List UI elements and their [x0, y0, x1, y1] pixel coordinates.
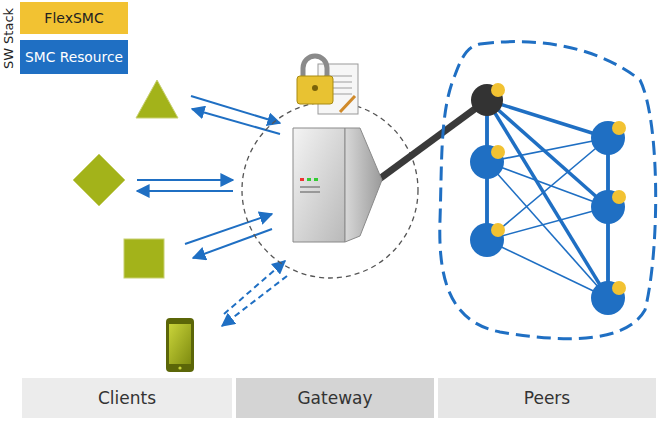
peer-node — [470, 223, 505, 257]
peer-link — [487, 162, 608, 207]
node-label: Gateway — [297, 388, 372, 408]
peer-link — [487, 100, 608, 298]
node-label: SMC Resource — [25, 49, 123, 65]
peer-link — [487, 138, 608, 240]
node-label: FlexSMC — [44, 10, 103, 26]
stack-title: SW Stack — [2, 7, 15, 68]
gateway-boundary — [242, 102, 418, 278]
gateway-link — [378, 100, 487, 180]
peer-link — [487, 240, 608, 298]
client-diamond — [73, 154, 125, 206]
section-band: Clients — [22, 378, 232, 418]
stack-layer-box: FlexSMC — [20, 2, 128, 34]
message-arrows — [137, 96, 287, 326]
peer-mesh — [470, 83, 626, 315]
client-triangle — [136, 80, 178, 118]
peer-node — [471, 83, 505, 116]
peer-node — [591, 281, 626, 315]
contract-lock-icon — [297, 56, 358, 114]
peer-link — [487, 162, 608, 298]
peer-link — [487, 138, 608, 162]
node-label: Clients — [98, 388, 156, 408]
section-band: Peers — [438, 378, 656, 418]
client-square — [124, 239, 164, 278]
peer-network-boundary — [440, 42, 656, 339]
node-label: Peers — [524, 388, 570, 408]
peer-node — [591, 121, 626, 155]
section-band: Gateway — [236, 378, 434, 418]
peer-node — [591, 190, 626, 224]
client-phone — [166, 318, 194, 372]
stack-layer-box: SMC Resource — [20, 40, 128, 74]
peer-link — [487, 207, 608, 240]
peer-node — [470, 145, 505, 179]
server-icon — [293, 128, 382, 242]
